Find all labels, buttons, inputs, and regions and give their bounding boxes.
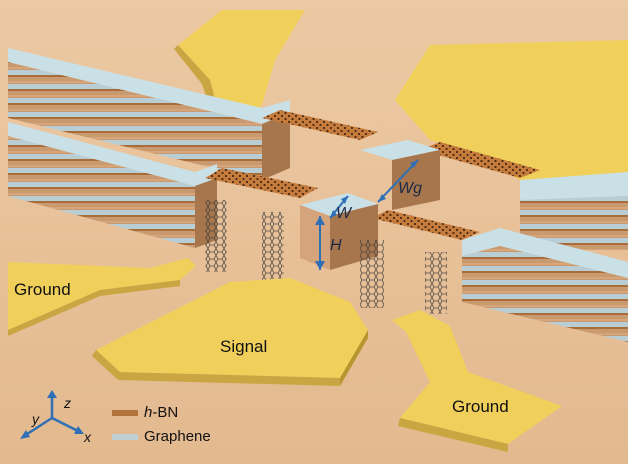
wg-label: Wg xyxy=(398,180,422,197)
core-top xyxy=(300,193,378,216)
wg-arrow xyxy=(377,159,419,203)
axis-x-label: x xyxy=(84,429,91,445)
ground-left-label: Ground xyxy=(14,280,71,299)
legend-graphene: Graphene xyxy=(144,428,211,445)
ground-right-pad xyxy=(392,310,562,444)
axes-glyph xyxy=(20,390,84,439)
front-stack-side xyxy=(8,136,195,248)
graphene-via-2 xyxy=(262,212,284,282)
signal-label: Signal xyxy=(220,337,268,356)
legend-hbn-rest: -BN xyxy=(152,404,179,421)
hbn-cladding-back xyxy=(262,110,378,140)
axis-z-label: z xyxy=(64,395,71,411)
w-label: W xyxy=(336,205,352,222)
back-stack-side xyxy=(8,62,262,180)
graphene-swatch xyxy=(112,434,138,440)
graphene-via-3 xyxy=(360,240,384,308)
top-left-pad xyxy=(178,10,305,120)
legend-hbn-italic: h xyxy=(144,404,153,421)
axis-y-label: y xyxy=(32,411,39,427)
front-stack-top xyxy=(8,122,217,186)
ground-left-pad xyxy=(8,258,196,330)
graphene-via-1 xyxy=(205,200,227,272)
hbn-swatch xyxy=(112,410,138,416)
top-right-pad xyxy=(395,40,628,180)
hbn-cladding-front xyxy=(205,168,318,198)
legend-hbn: h-BN xyxy=(144,405,178,420)
back-stack-top xyxy=(8,48,290,124)
signal-pad xyxy=(96,278,368,378)
ground-right-label: Ground xyxy=(452,397,509,416)
graphene-via-4 xyxy=(425,252,447,314)
h-label: H xyxy=(330,237,342,254)
